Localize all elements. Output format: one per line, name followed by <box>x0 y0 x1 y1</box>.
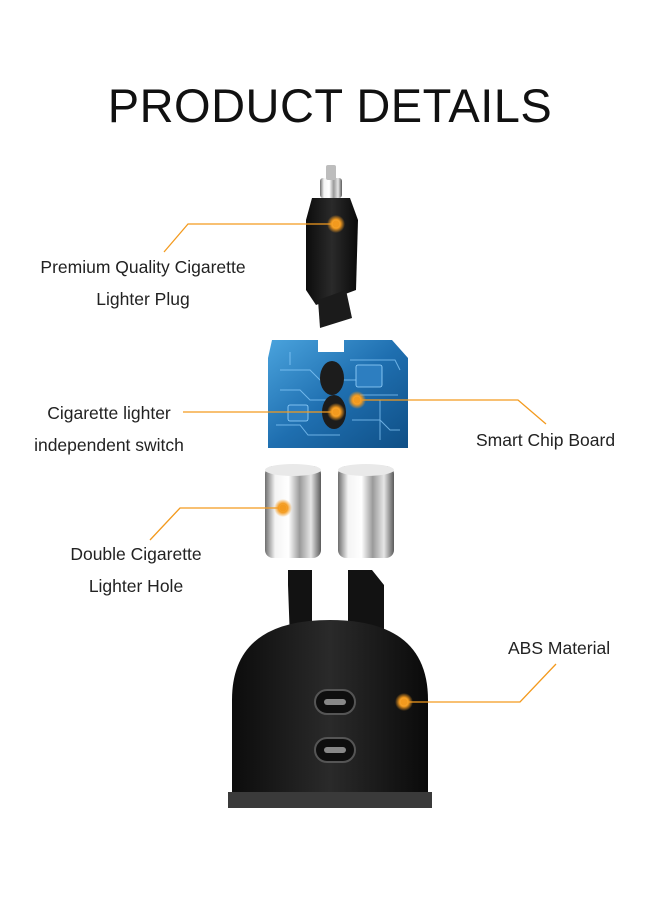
callout-dot-chip-core <box>353 396 361 404</box>
label-switch-line1: Cigarette lighter <box>47 403 171 423</box>
callout-dot-hole-core <box>279 504 287 512</box>
base-housing <box>228 570 432 808</box>
callout-lines <box>149 223 557 703</box>
lighter-sockets <box>265 464 394 558</box>
label-switch-line2: independent switch <box>34 435 184 455</box>
socket-right-rim <box>338 464 394 476</box>
callout-line-hole <box>149 507 283 541</box>
callout-dot-switch-core <box>332 408 340 416</box>
callout-line-plug <box>163 223 336 253</box>
callout-dot-plug-core <box>332 220 340 228</box>
label-hole: Double Cigarette Lighter Hole <box>60 538 212 602</box>
callout-dot-abs-core <box>400 698 408 706</box>
plug-pin <box>326 165 336 180</box>
callout-line-chip <box>357 399 547 425</box>
plug-tip <box>320 178 342 198</box>
label-plug-line1: Premium Quality Cigarette <box>40 257 246 277</box>
plug-joint <box>318 290 352 328</box>
pcb-chip <box>355 364 383 388</box>
callout-dots <box>274 215 413 711</box>
label-chip: Smart Chip Board <box>476 424 632 456</box>
label-hole-line2: Lighter Hole <box>88 576 184 596</box>
chip-board <box>268 340 408 448</box>
label-plug: Premium Quality Cigarette Lighter Plug <box>28 251 258 315</box>
label-hole-line1: Double Cigarette <box>70 544 202 564</box>
socket-right <box>338 466 394 558</box>
label-chip-line1: Smart Chip Board <box>476 430 616 450</box>
switch-button-upper <box>320 361 344 395</box>
usb-port-upper-inner <box>324 699 346 705</box>
callout-line-abs <box>404 663 557 703</box>
cigarette-plug <box>306 165 358 328</box>
base-ring <box>228 792 432 808</box>
label-plug-line2: Lighter Plug <box>96 289 190 309</box>
socket-left <box>265 466 321 558</box>
plug-body <box>306 198 358 305</box>
pcb-board <box>268 340 408 448</box>
label-abs: ABS Material <box>508 632 628 664</box>
label-abs-line1: ABS Material <box>508 638 611 658</box>
label-switch: Cigarette lighter independent switch <box>24 397 194 461</box>
pcb-chip-small <box>287 404 309 422</box>
socket-left-rim <box>265 464 321 476</box>
usb-port-lower-inner <box>324 747 346 753</box>
page-title: PRODUCT DETAILS <box>107 79 553 132</box>
